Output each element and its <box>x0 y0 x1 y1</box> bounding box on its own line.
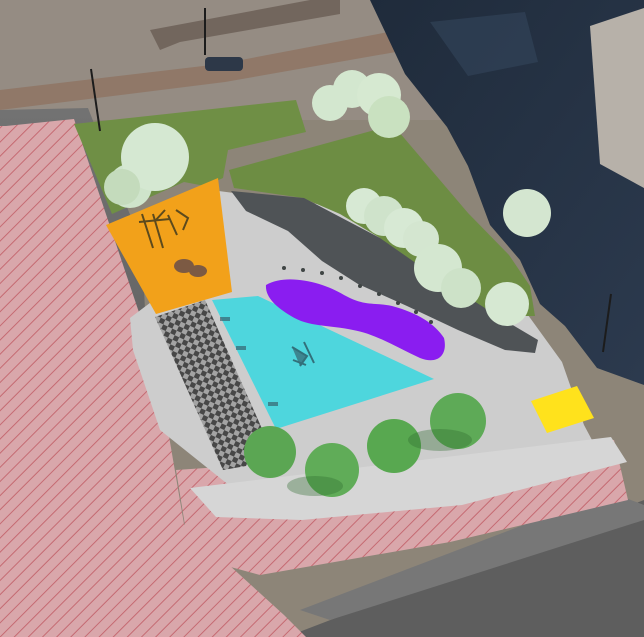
vehicle <box>205 57 243 71</box>
checker-area <box>155 300 263 470</box>
crosswalk-area <box>430 12 538 76</box>
dark-path <box>231 191 538 353</box>
pool-details <box>220 317 315 406</box>
street-poles <box>90 8 612 353</box>
plaza-lower-band <box>190 437 627 520</box>
upper-trees <box>104 70 551 326</box>
playground-rock-1 <box>174 259 194 273</box>
water-feature <box>265 279 445 361</box>
playground-area <box>106 178 232 314</box>
lower-trees <box>244 393 486 497</box>
bench-dots <box>282 266 433 324</box>
small-yellow-area <box>531 386 594 433</box>
playground-rock-2 <box>189 265 207 277</box>
bottom-right-roof <box>300 492 644 620</box>
right-building-top <box>590 8 644 188</box>
right-road <box>370 0 644 385</box>
upper-road-shadow <box>150 0 340 50</box>
playground-equipment <box>138 209 190 249</box>
pool-area <box>212 296 434 429</box>
